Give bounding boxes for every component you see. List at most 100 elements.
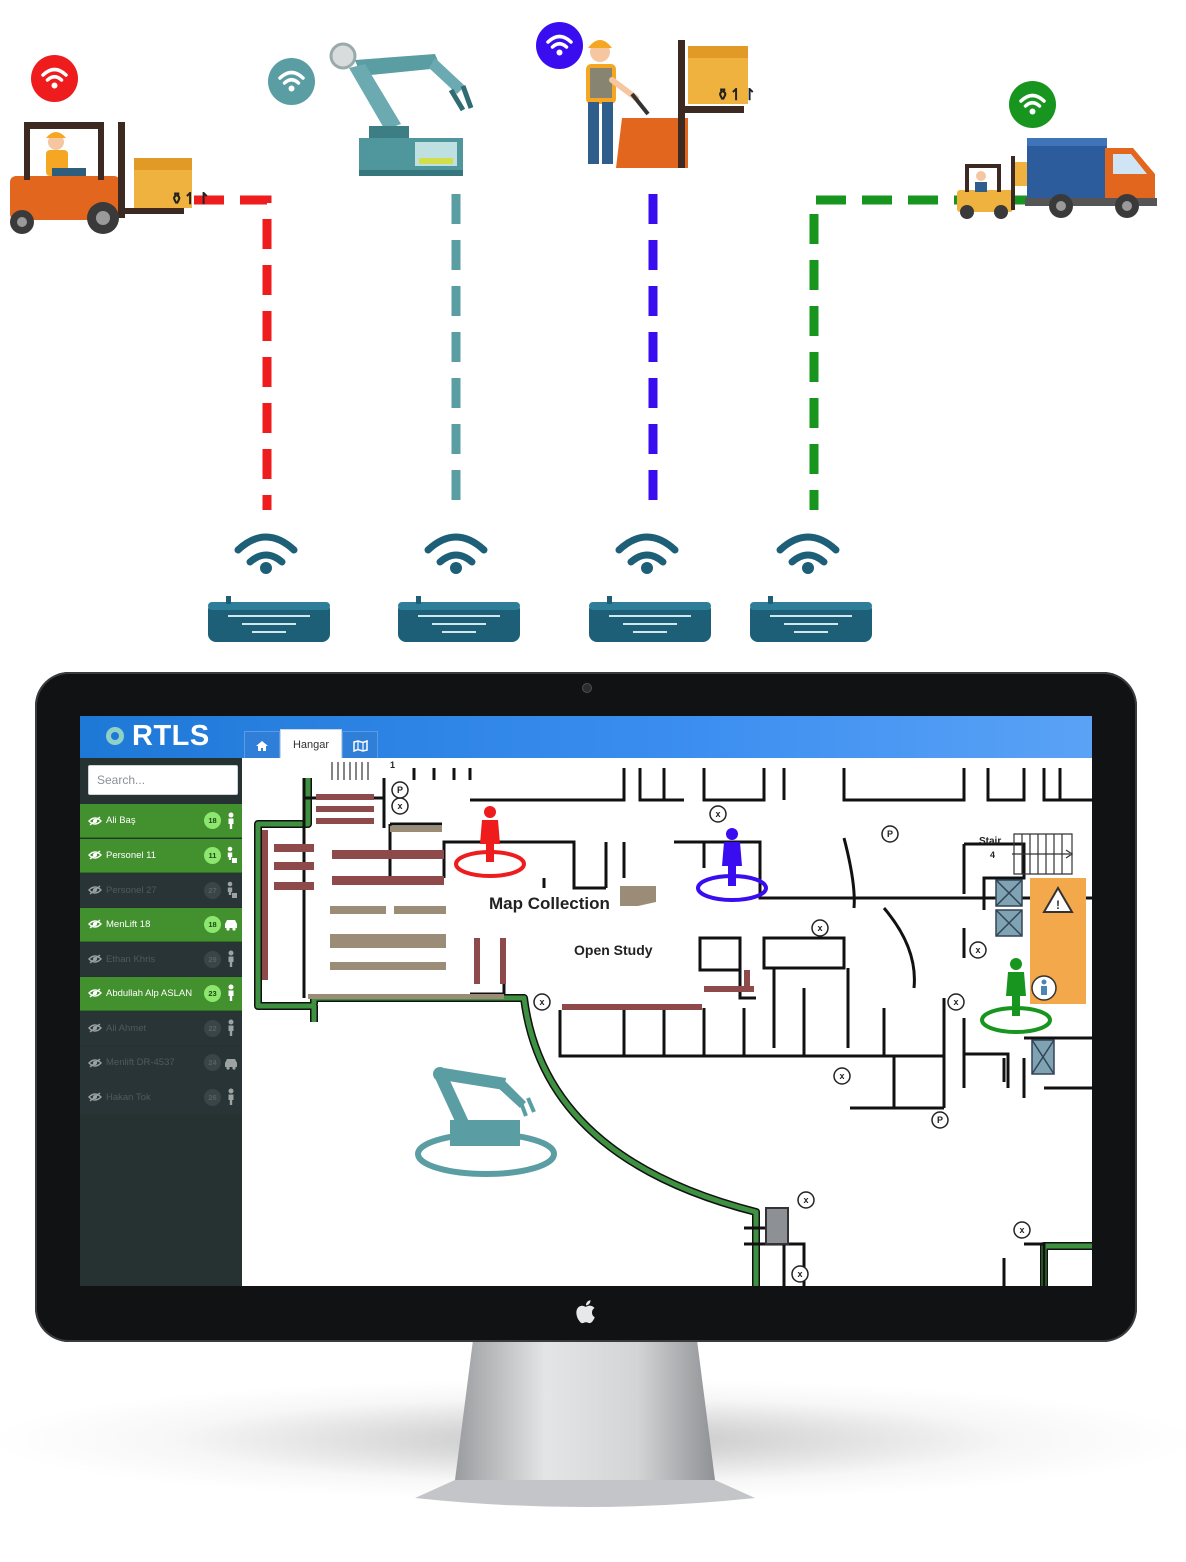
camera-icon xyxy=(582,683,592,693)
sidebar-entity-item[interactable]: Ethan Khris 29 xyxy=(80,942,242,976)
eye-off-icon[interactable] xyxy=(88,919,102,929)
tab-map[interactable] xyxy=(342,731,378,759)
sidebar-entity-item[interactable]: Personel 27 27 xyxy=(80,873,242,907)
person-icon xyxy=(228,984,234,1001)
person-icon xyxy=(228,950,234,967)
eye-off-icon[interactable] xyxy=(88,850,102,860)
stair-block xyxy=(331,762,1074,875)
floor-plan-map[interactable]: ! x x x x x x x x x x P P P xyxy=(244,758,1092,1286)
robot-marker[interactable] xyxy=(415,1067,557,1177)
svg-text:P: P xyxy=(397,785,403,795)
robot-arm-icon xyxy=(329,42,474,176)
svg-text:x: x xyxy=(803,1195,808,1205)
svg-text:x: x xyxy=(975,945,980,955)
svg-text:P: P xyxy=(887,829,893,839)
truck-with-forklift-icon xyxy=(957,138,1157,219)
entity-name: Ali Baş xyxy=(106,815,136,826)
floor-plan: ! x x x x x x x x x x P P P xyxy=(254,762,1092,1286)
red-person-marker[interactable] xyxy=(454,806,526,878)
green-person-marker[interactable] xyxy=(980,958,1052,1034)
search-input[interactable] xyxy=(88,765,238,795)
entity-name: Personel 27 xyxy=(106,884,157,896)
purple-person-marker[interactable] xyxy=(696,828,768,902)
person-icon xyxy=(484,806,496,818)
entity-badge: 11 xyxy=(204,846,221,864)
entity-badge: 22 xyxy=(204,1019,221,1037)
person-icon xyxy=(726,828,738,840)
person-with-lock-icon xyxy=(227,881,237,898)
entity-name: Menlift DR-4537 xyxy=(106,1057,175,1068)
person-icon xyxy=(228,1019,234,1036)
parking-p-icon xyxy=(391,781,949,1129)
pallet-jack-worker-icon: ⚱↿↾ xyxy=(586,40,756,168)
home-icon xyxy=(256,740,268,751)
eye-off-icon[interactable] xyxy=(88,1023,102,1033)
vehicle-icon xyxy=(225,920,237,931)
svg-text:!: ! xyxy=(1056,898,1060,912)
tab-hangar[interactable]: Hangar xyxy=(280,729,342,759)
storage-box-icon xyxy=(995,879,1055,1075)
sidebar-entity-item[interactable]: Abdullah Alp ASLAN 23 xyxy=(80,976,242,1011)
warning-triangle-icon xyxy=(1042,886,1074,913)
label-stair-number: 4 xyxy=(990,850,996,860)
svg-text:⚱↿↾: ⚱↿↾ xyxy=(716,87,756,104)
sidebar-entity-item[interactable]: Personel 11 11 xyxy=(80,838,242,873)
svg-text:x: x xyxy=(817,923,822,933)
entity-name: MenLift 18 xyxy=(106,918,151,930)
vehicle-icon xyxy=(225,1058,237,1070)
eye-off-icon[interactable] xyxy=(88,988,102,998)
robot-arm-icon xyxy=(433,1067,536,1146)
pallet-worker-wifi-badge-icon xyxy=(536,22,583,69)
eye-off-icon[interactable] xyxy=(88,1057,102,1068)
svg-text:x: x xyxy=(953,997,958,1007)
eye-off-icon[interactable] xyxy=(88,1092,102,1102)
green-connection-line xyxy=(809,195,1030,510)
forklift-wifi-badge-icon xyxy=(31,55,78,102)
person-icon xyxy=(1010,958,1022,970)
wifi-gateway-icon xyxy=(398,533,520,642)
warning-zone: ! xyxy=(1030,878,1086,1004)
label-stair: Stair xyxy=(979,836,1002,847)
sidebar-entity-item[interactable]: Ali Ahmet 22 xyxy=(80,1011,242,1045)
entity-name: Personel 11 xyxy=(106,849,156,861)
svg-text:x: x xyxy=(839,1071,844,1081)
entity-name: Ali Ahmet xyxy=(106,1022,147,1034)
forklift-icon: ⚱↿↾ xyxy=(10,122,210,234)
person-with-lock-icon xyxy=(227,846,237,863)
eye-off-icon[interactable] xyxy=(88,885,102,895)
map-icon xyxy=(352,739,368,752)
tab-home[interactable] xyxy=(244,731,280,759)
eye-off-icon[interactable] xyxy=(88,815,102,826)
wifi-gateway-icon xyxy=(750,533,872,642)
app-logo: RTLS xyxy=(132,720,210,752)
robot-arm-wifi-badge-icon xyxy=(268,58,315,105)
svg-text:x: x xyxy=(397,801,402,811)
wifi-gateway-icon xyxy=(589,533,711,642)
app-header: RTLS Hangar xyxy=(80,716,1092,759)
entity-name: Hakan Tok xyxy=(106,1091,151,1103)
svg-text:x: x xyxy=(797,1269,802,1279)
eye-off-icon[interactable] xyxy=(88,954,102,964)
svg-text:x: x xyxy=(1019,1225,1024,1235)
person-icon xyxy=(228,1088,234,1105)
svg-text:x: x xyxy=(715,809,720,819)
truck-wifi-badge-icon xyxy=(1009,81,1056,128)
svg-text:P: P xyxy=(937,1115,943,1125)
entity-name: Ethan Khris xyxy=(106,953,156,965)
entity-badge: 23 xyxy=(204,984,221,1002)
red-connection-line xyxy=(194,195,272,510)
svg-text:x: x xyxy=(539,997,544,1007)
entity-badge: 29 xyxy=(204,950,221,968)
apple-logo-icon xyxy=(576,1300,595,1324)
monitor-stand xyxy=(415,1340,755,1507)
person-icon xyxy=(228,812,234,829)
entity-badge: 27 xyxy=(204,881,221,899)
label-map-collection: Map Collection xyxy=(489,894,610,913)
entity-name: Abdullah Alp ASLAN xyxy=(106,987,193,999)
wifi-gateway-icon xyxy=(208,533,330,642)
